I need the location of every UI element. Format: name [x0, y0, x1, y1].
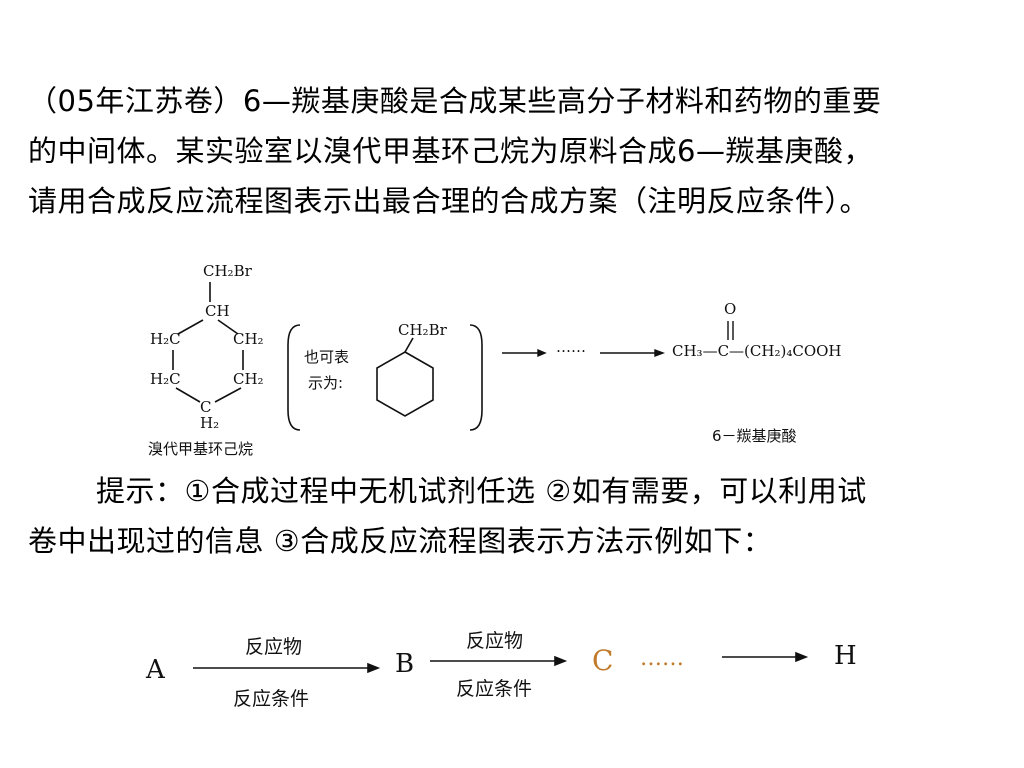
arrow2-top-label: 反应物 [466, 630, 524, 652]
question-line-1: （05年江苏卷）6—羰基庚酸是合成某些高分子材料和药物的重要 [28, 84, 882, 118]
scheme-b: B [395, 649, 415, 679]
scheme-h: H [834, 641, 857, 671]
right-upper-label: CH₂ [233, 330, 264, 348]
alt-group-label: CH₂Br [398, 321, 447, 339]
top-group-label: CH₂Br [203, 262, 252, 280]
alt-label-line-2: 示为: [308, 374, 344, 392]
bottom-c-label: C [200, 398, 212, 416]
scheme-dots: …… [640, 646, 684, 671]
product-formula: CH₃—C—(CH₂)₄COOH [672, 342, 842, 360]
right-lower-label: CH₂ [233, 370, 264, 388]
hints-line-2: 卷中出现过的信息 ③合成反应流程图表示方法示例如下： [28, 524, 773, 558]
question-text: （05年江苏卷）6—羰基庚酸是合成某些高分子材料和药物的重要 的中间体。某实验室… [28, 76, 1008, 226]
product-caption: 6－羰基庚酸 [712, 427, 797, 445]
scheme-a: A [146, 655, 165, 685]
bottom-h2-label: H₂ [200, 414, 220, 432]
question-line-2: 的中间体。某实验室以溴代甲基环己烷为原料合成6—羰基庚酸， [28, 134, 873, 168]
product-o-label: O [724, 300, 737, 318]
left-structure-caption: 溴代甲基环己烷 [148, 440, 254, 458]
hints-text: 提示：①合成过程中无机试剂任选 ②如有需要，可以利用试 卷中出现过的信息 ③合成… [28, 466, 1008, 566]
arrow2-bottom-label: 反应条件 [456, 678, 533, 700]
top-arrow-dots: …… [556, 338, 586, 356]
ring-ch-label: CH [205, 302, 230, 320]
left-lower-label: H₂C [150, 370, 181, 388]
scheme-c: C [592, 644, 614, 677]
left-upper-label: H₂C [150, 330, 181, 348]
alt-label-line-1: 也可表 [304, 348, 350, 366]
arrow1-top-label: 反应物 [245, 636, 303, 658]
arrow1-bottom-label: 反应条件 [233, 688, 310, 710]
hints-line-1: 提示：①合成过程中无机试剂任选 ②如有需要，可以利用试 [96, 474, 867, 508]
question-line-3: 请用合成反应流程图表示出最合理的合成方案（注明反应条件）。 [28, 184, 870, 218]
